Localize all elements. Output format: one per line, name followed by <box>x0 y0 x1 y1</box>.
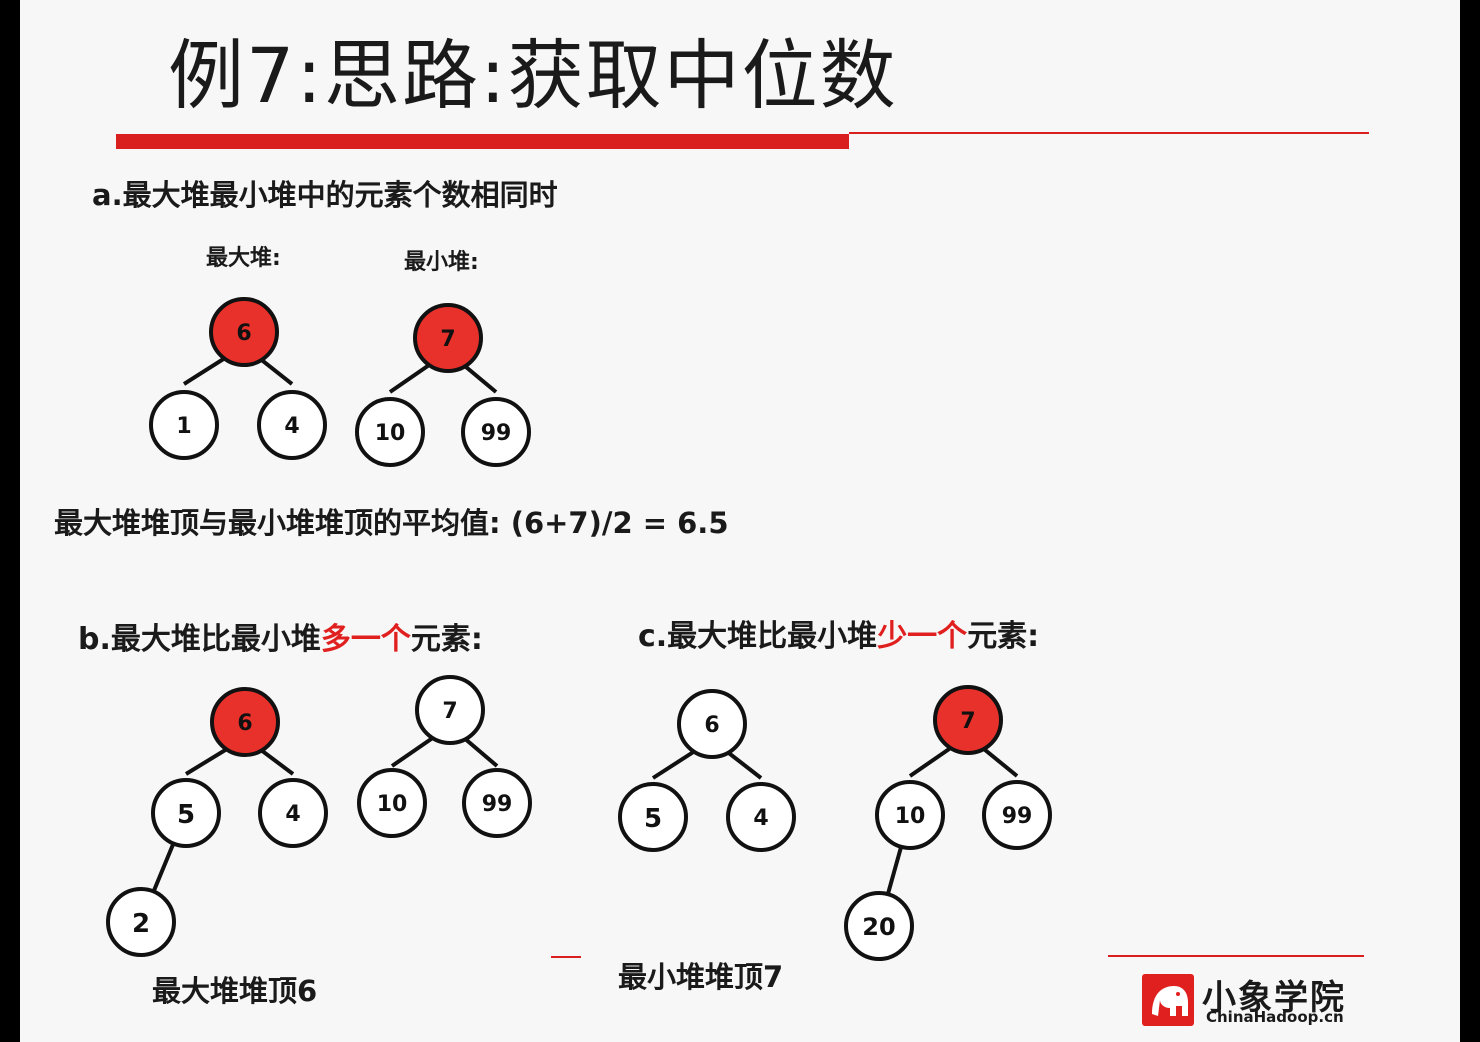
section-b-heading-suffix: 元素: <box>410 622 483 657</box>
heap-node <box>209 297 279 367</box>
heap-node <box>415 675 485 745</box>
node-label: 7 <box>960 709 975 734</box>
node-label: 20 <box>862 913 895 941</box>
tree-c-min: 7 10 99 20 <box>844 685 1052 961</box>
title-underline-thin <box>849 132 1369 134</box>
section-b-heading-highlight: 多一个 <box>320 622 411 657</box>
heap-diagram: 6 1 4 7 10 99 6 5 4 <box>106 297 1052 961</box>
tree-b-min: 7 10 99 <box>357 675 532 838</box>
node-label: 6 <box>236 321 251 346</box>
tree-c-max: 6 5 4 <box>618 689 796 852</box>
heap-node <box>933 685 1003 755</box>
heap-node <box>257 390 327 460</box>
node-label: 10 <box>375 421 406 446</box>
heap-node <box>151 778 221 848</box>
heap-node <box>461 397 531 467</box>
node-label: 2 <box>132 909 150 939</box>
average-formula: 最大堆堆顶与最小堆堆顶的平均值: (6+7)/2 = 6.5 <box>54 506 729 540</box>
heap-node <box>413 303 483 373</box>
footer-line <box>1108 955 1364 957</box>
section-b-heading: b.最大堆比最小堆多一个元素: <box>78 614 483 658</box>
node-label: 1 <box>176 414 191 439</box>
logo-text-cn: 小象学院 <box>1202 978 1346 1018</box>
heap-node <box>258 778 328 848</box>
heap-node <box>875 780 945 850</box>
node-label: 4 <box>284 414 299 439</box>
logo-text-en: ChinaHadoop.cn <box>1206 1008 1344 1026</box>
node-label: 99 <box>482 792 513 817</box>
node-label: 7 <box>442 699 457 724</box>
node-label: 7 <box>440 327 455 352</box>
heap-node <box>210 687 280 757</box>
section-c-heading-suffix: 元素: <box>967 619 1040 654</box>
title-underline-thick <box>116 134 849 149</box>
heap-node <box>462 768 532 838</box>
heap-node <box>106 887 176 957</box>
section-c-heading: c.最大堆比最小堆少一个元素: <box>638 611 1039 655</box>
heap-node <box>357 768 427 838</box>
node-label: 6 <box>704 713 719 738</box>
section-b-caption: 最大堆堆顶6 <box>152 974 318 1008</box>
node-label: 10 <box>377 792 408 817</box>
node-label: 5 <box>177 800 195 830</box>
node-label: 5 <box>644 804 662 834</box>
max-heap-label: 最大堆: <box>206 246 281 271</box>
node-label: 6 <box>237 711 252 736</box>
heap-node <box>149 390 219 460</box>
heap-node <box>726 782 796 852</box>
logo: 小象学院 ChinaHadoop.cn <box>1142 970 1382 1030</box>
node-label: 4 <box>753 806 768 831</box>
heap-node <box>355 397 425 467</box>
divider-dash <box>551 956 581 958</box>
node-label: 4 <box>285 802 300 827</box>
page-title: 例7:思路:获取中位数 <box>168 31 898 120</box>
slide: 例7:思路:获取中位数 a.最大堆最小堆中的元素个数相同时 最大堆: 最小堆: … <box>20 0 1460 1042</box>
node-label: 99 <box>1002 804 1033 829</box>
heap-node <box>844 891 914 961</box>
heap-node <box>982 780 1052 850</box>
section-c-heading-highlight: 少一个 <box>877 619 968 654</box>
min-heap-label: 最小堆: <box>404 250 479 275</box>
node-label: 99 <box>481 421 512 446</box>
section-b-heading-prefix: b.最大堆比最小堆 <box>78 622 321 657</box>
tree-b-max: 6 5 4 2 <box>106 687 328 957</box>
tree-a-max: 6 1 4 <box>149 297 327 460</box>
heap-node <box>677 689 747 759</box>
heap-node <box>618 782 688 852</box>
section-a-heading: a.最大堆最小堆中的元素个数相同时 <box>92 178 558 212</box>
section-c-caption: 最小堆堆顶7 <box>618 960 784 994</box>
node-label: 10 <box>895 804 926 829</box>
tree-a-min: 7 10 99 <box>355 303 531 467</box>
elephant-logo-icon <box>1142 974 1194 1026</box>
elephant-icon <box>1152 986 1188 1016</box>
section-c-heading-prefix: c.最大堆比最小堆 <box>638 619 878 654</box>
